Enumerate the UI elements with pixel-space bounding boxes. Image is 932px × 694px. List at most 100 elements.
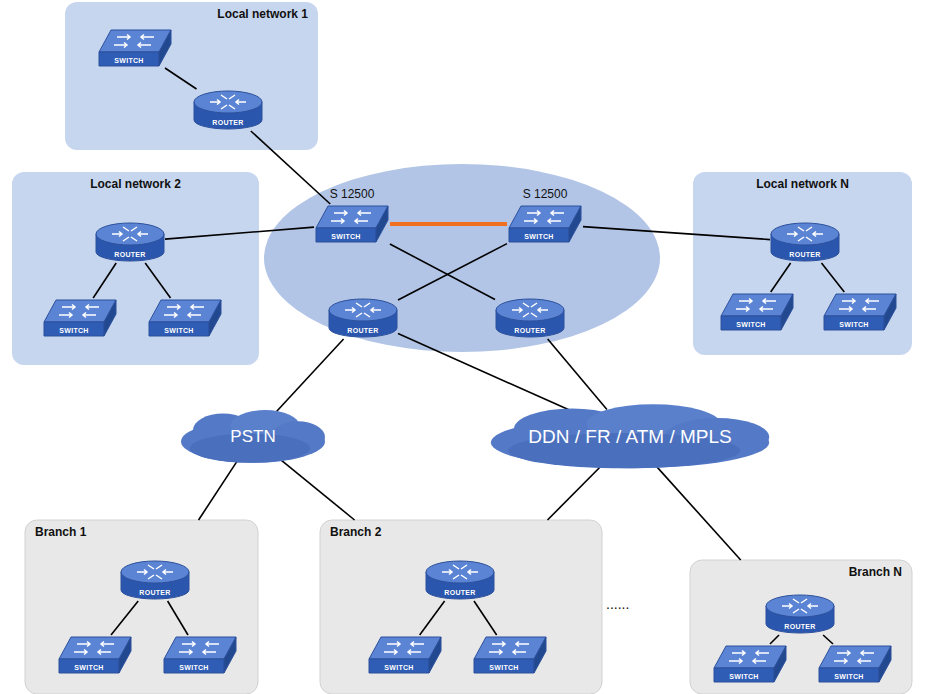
switch-icon: SWITCH [712,644,788,684]
switch-icon: S 12500SWITCH [507,187,583,244]
area-title: Local network 1 [65,2,318,21]
switch-body: SWITCH [472,635,548,675]
device-label: ROUTER [139,588,170,597]
device-label: SWITCH [59,326,88,335]
router-body: ROUTER [425,559,495,601]
switch-icon: SWITCH [147,298,223,338]
switch-body: SWITCH [712,644,788,684]
device-label: SWITCH [74,663,103,672]
device-label: SWITCH [524,232,553,241]
router-icon: ROUTER [328,297,398,339]
area-title: Branch N [690,560,912,579]
region-fill [12,172,259,365]
region-layer [12,2,912,694]
switch-body: SWITCH [57,635,133,675]
network-link [251,131,330,204]
local-network-area: ROUTER SWITCH SWITCH Local network N [693,172,912,355]
network-link [165,68,197,89]
switch-icon: SWITCH [822,292,898,332]
network-link [273,339,343,415]
switch-icon: S 12500SWITCH [314,187,390,244]
router-icon: ROUTER [120,559,190,601]
network-link [168,601,188,635]
device-label: SWITCH [834,672,863,681]
device-label: ROUTER [212,118,243,127]
region-fill [25,520,258,694]
switch-body: SWITCH [97,28,173,68]
switch-body: SWITCH [314,204,390,244]
device-model: S 12500 [330,187,375,201]
router-body: ROUTER [328,297,398,339]
area-title: Branch 2 [320,520,602,539]
device-label: SWITCH [179,663,208,672]
local-network-area: ROUTER SWITCH SWITCH Local network 2 [12,172,259,365]
device-label: ROUTER [114,250,145,259]
local-network-area: SWITCH ROUTER Local network 1 [65,2,318,150]
router-icon: ROUTER [425,559,495,601]
network-link [822,263,845,292]
area-title: Local network 2 [12,172,259,191]
trunk-link [390,222,507,226]
switch-icon: SWITCH [162,635,238,675]
switch-body: SWITCH [42,298,118,338]
router-icon: ROUTER [770,221,840,263]
device-label: SWITCH [384,663,413,672]
switch-icon: SWITCH [719,292,795,332]
network-link [279,458,355,520]
router-icon: ROUTER [765,593,835,635]
network-link [165,227,314,239]
switch-icon: SWITCH [472,635,548,675]
device-model: S 12500 [523,187,568,201]
device-label: SWITCH [164,326,193,335]
router-icon: ROUTER [495,297,565,339]
network-link [390,244,495,300]
network-link [111,601,138,635]
device-label: SWITCH [114,56,143,65]
area-title: Local network N [693,172,912,191]
network-link [655,464,741,560]
network-link [547,464,602,520]
switch-body: SWITCH [719,292,795,332]
device-label: SWITCH [489,663,518,672]
switch-body: SWITCH [507,204,583,244]
router-body: ROUTER [95,221,165,263]
network-cloud: PSTN [178,409,328,465]
device-label: ROUTER [347,326,378,335]
network-name: PSTN [230,427,275,447]
switch-body: SWITCH [822,292,898,332]
network-link [145,263,170,298]
switch-body: SWITCH [367,635,443,675]
network-link [398,244,507,300]
branch-area: ROUTER SWITCH SWITCH Branch 2 [320,520,602,694]
network-link [420,601,445,635]
network-link [583,227,770,240]
switch-body: SWITCH [162,635,238,675]
ellipsis-mark: ...... [606,596,629,612]
network-name: DDN / FR / ATM / MPLS [528,426,731,448]
device-label: SWITCH [331,232,360,241]
switch-icon: SWITCH [97,28,173,68]
network-link [548,339,607,410]
region-fill [690,560,912,694]
device-label: ROUTER [789,250,820,259]
region-fill [320,520,602,694]
region-fill [65,2,318,150]
router-body: ROUTER [495,297,565,339]
router-body: ROUTER [193,89,263,131]
router-body: ROUTER [765,593,835,635]
router-body: ROUTER [120,559,190,601]
switch-body: SWITCH [147,298,223,338]
area-title: Branch 1 [25,520,258,539]
switch-icon: SWITCH [42,298,118,338]
core-area [264,164,660,352]
router-body: ROUTER [770,221,840,263]
branch-area: ROUTER SWITCH SWITCH Branch N [690,560,912,694]
device-label: ROUTER [514,326,545,335]
network-link [770,635,779,644]
switch-body: SWITCH [817,644,893,684]
switch-icon: SWITCH [57,635,133,675]
device-label: SWITCH [736,320,765,329]
router-icon: ROUTER [193,89,263,131]
switch-icon: SWITCH [817,644,893,684]
device-label: SWITCH [839,320,868,329]
